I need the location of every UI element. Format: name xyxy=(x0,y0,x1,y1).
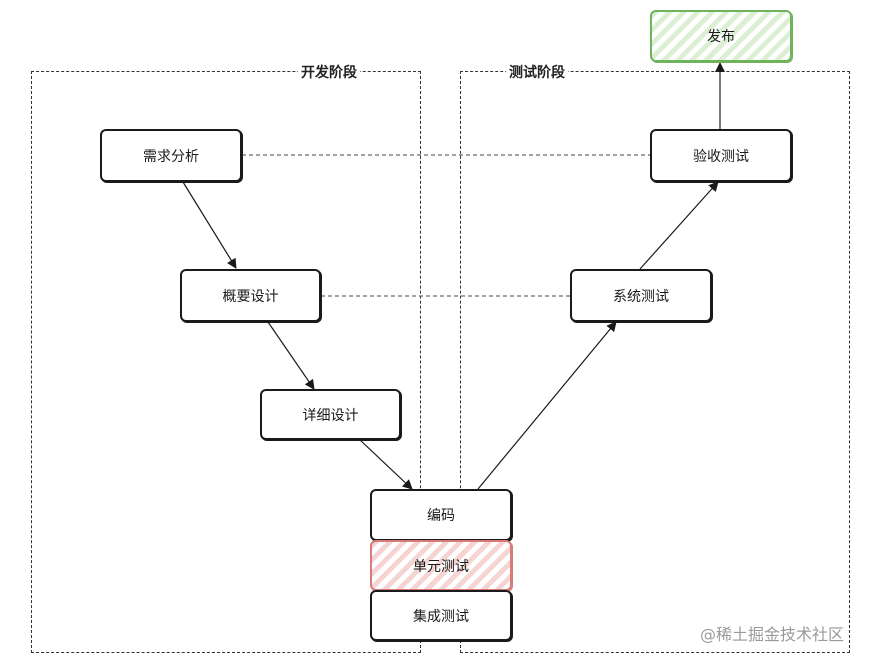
high-level-design-node: 概要设计 xyxy=(180,269,321,322)
development-phase-title: 开发阶段 xyxy=(298,62,360,82)
arrow-detailed-to-coding xyxy=(359,439,413,490)
requirements-node: 需求分析 xyxy=(100,129,242,182)
system-test-node: 系统测试 xyxy=(570,269,712,322)
detailed-design-node: 详细设计 xyxy=(260,389,401,440)
integration-test-node: 集成测试 xyxy=(370,590,512,641)
watermark: @稀土掘金技术社区 xyxy=(700,625,845,644)
testing-phase-title: 测试阶段 xyxy=(506,62,568,82)
development-phase-box xyxy=(31,71,421,653)
arrow-system-to-acceptance xyxy=(639,181,719,270)
arrow-design-to-detailed xyxy=(267,321,315,390)
arrow-coding-to-system xyxy=(477,321,617,490)
unit-test-node: 单元测试 xyxy=(370,540,512,591)
coding-node: 编码 xyxy=(370,489,512,541)
testing-phase-box xyxy=(460,71,850,653)
acceptance-test-node: 验收测试 xyxy=(650,129,792,182)
arrow-requirements-to-design xyxy=(182,181,237,269)
release-node: 发布 xyxy=(650,10,792,62)
